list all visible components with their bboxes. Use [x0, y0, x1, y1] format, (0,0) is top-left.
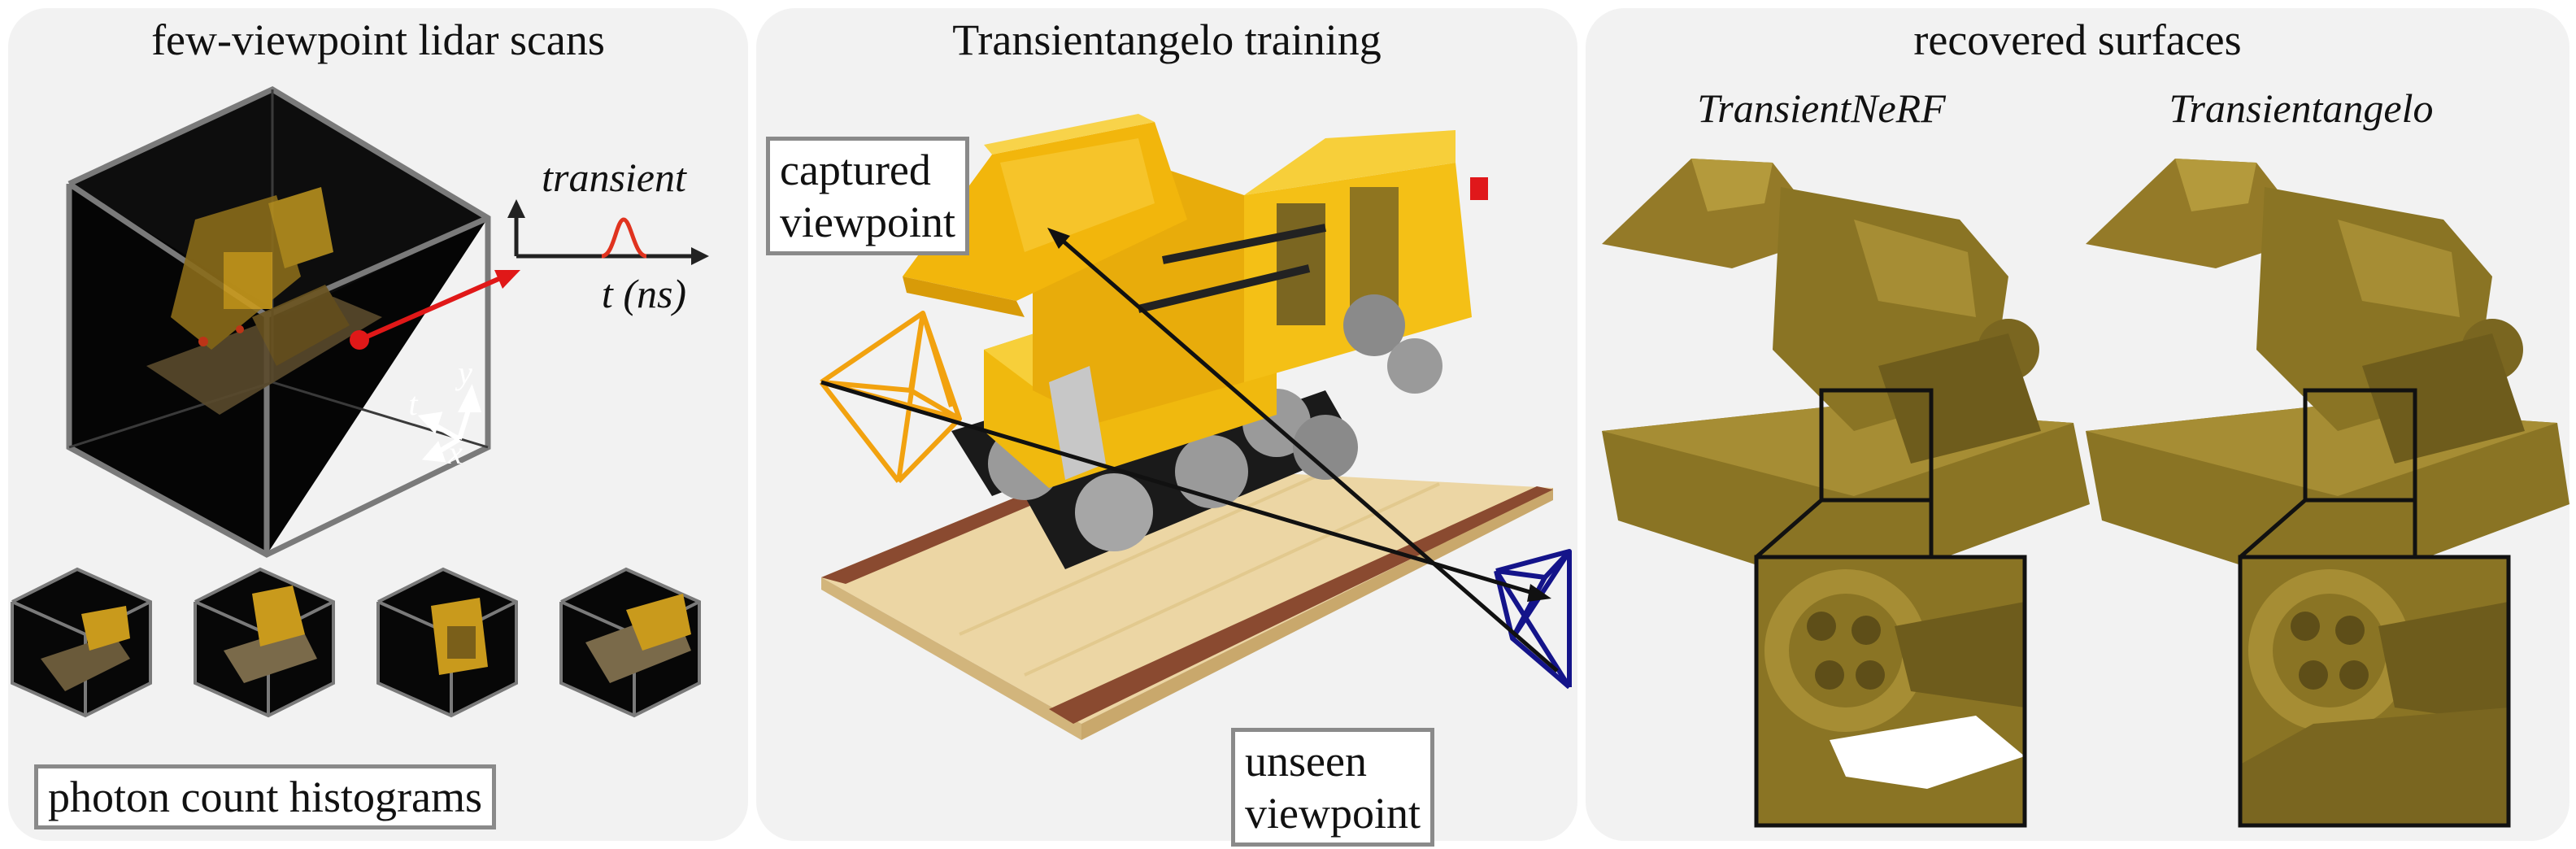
captured-line-1: captured — [780, 146, 931, 194]
transientangelo-inset-box — [2303, 388, 2417, 503]
transient-plot — [507, 199, 709, 265]
method-transientangelo-label: Transientangelo — [2169, 85, 2433, 131]
unseen-line-2: viewpoint — [1245, 789, 1421, 838]
panel-title-lidar: few-viewpoint lidar scans — [151, 15, 605, 64]
lego-bucket — [903, 114, 1187, 317]
unseen-viewpoint-label: unseen viewpoint — [1231, 728, 1434, 847]
small-cube-1 — [11, 567, 152, 718]
faint-bulldozer — [146, 187, 382, 415]
axis-x-label: x — [447, 434, 463, 471]
training-panel: Transientangelo training — [756, 8, 1577, 847]
surfaces-scene-svg: TransientNeRF Transientangelo — [1602, 85, 2569, 828]
small-cube-2 — [194, 567, 335, 718]
transientnerf-inset-box — [1819, 388, 1934, 503]
method-transientnerf-label: TransientNeRF — [1697, 85, 1946, 131]
small-cube-3 — [376, 567, 518, 718]
photon-histograms-label: photon count histograms — [34, 764, 496, 829]
training-scene-svg — [819, 114, 1572, 740]
recovered-surfaces-panel: recovered surfaces TransientNeRF Transie… — [1586, 8, 2569, 841]
lidar-scans-panel: few-viewpoint lidar scans — [8, 8, 748, 841]
captured-line-2: viewpoint — [780, 198, 955, 246]
lidar-scene-svg: transient t (ns) y t x — [11, 86, 709, 718]
small-cube-4 — [559, 567, 701, 718]
time-axis-label: t (ns) — [602, 271, 686, 316]
transient-cube — [66, 86, 520, 558]
transientangelo-zoom-inset — [2238, 555, 2511, 828]
unseen-camera-icon — [1494, 549, 1572, 690]
captured-camera-icon — [819, 311, 962, 484]
viewpoint-rays — [820, 228, 1559, 673]
axis-triad — [417, 384, 482, 463]
captured-viewpoint-label: captured viewpoint — [766, 137, 969, 255]
transientnerf-reconstruction — [1602, 159, 2090, 594]
transientangelo-reconstruction — [2086, 159, 2569, 594]
axis-t-label: t — [408, 385, 418, 422]
panel-title-surfaces: recovered surfaces — [1913, 15, 2242, 64]
lego-baseplate — [821, 464, 1553, 740]
transientnerf-zoom-inset — [1754, 555, 2027, 828]
unseen-line-1: unseen — [1245, 737, 1367, 786]
panel-title-training: Transientangelo training — [952, 15, 1382, 64]
axis-y-label: y — [455, 355, 472, 391]
transient-label: transient — [542, 155, 687, 200]
